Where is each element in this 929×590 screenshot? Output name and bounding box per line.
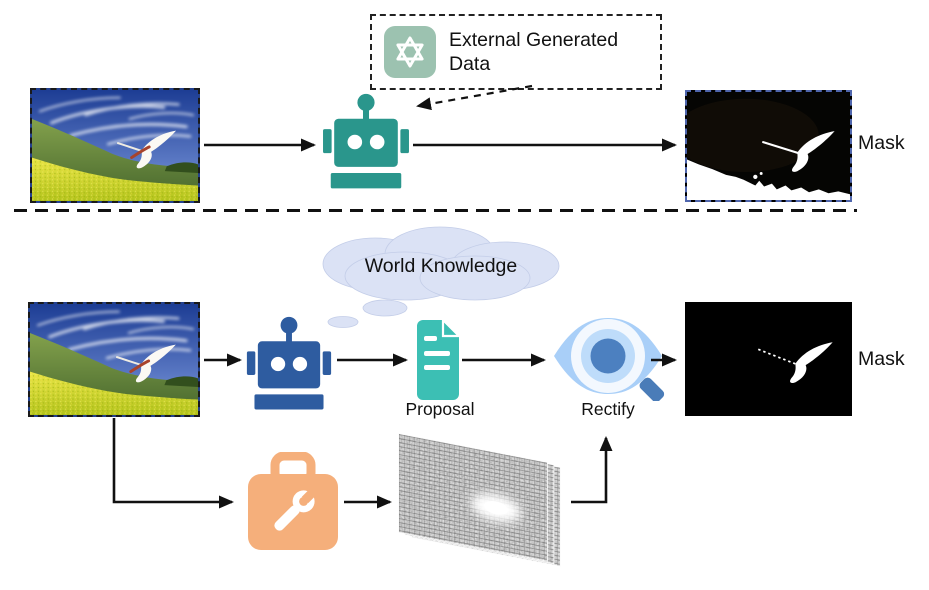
- thought-cloud: World Knowledge: [322, 226, 560, 328]
- bottom-robot-icon: [246, 316, 332, 410]
- proposal-document-icon: [417, 320, 459, 400]
- bird-photo: [30, 304, 198, 415]
- mask-image-top: [687, 92, 850, 200]
- arrow-image-to-toolbox: [112, 418, 234, 509]
- input-image-top: [30, 88, 200, 203]
- top-robot-icon: [323, 93, 409, 189]
- magnifier-handle: [639, 377, 665, 401]
- thought-cloud-label: World Knowledge: [365, 255, 517, 277]
- mask-label-top: Mask: [858, 132, 905, 154]
- toolbox-wrench-icon: [248, 452, 338, 550]
- rectify-label: Rectify: [581, 399, 635, 419]
- proposal-label: Proposal: [405, 399, 475, 419]
- input-image-bottom: [28, 302, 200, 417]
- thought-bubble-small: [327, 316, 359, 328]
- wrench-glyph: [274, 489, 316, 531]
- mask-label-bottom: Mask: [858, 348, 905, 370]
- mask-output-bottom: [685, 302, 852, 416]
- openai-logo-icon: [384, 26, 436, 78]
- thought-bubble-large: [362, 299, 408, 317]
- mask-image-bottom: [687, 304, 850, 414]
- external-data-box: External Generated Data: [370, 14, 662, 90]
- mask-output-top: [685, 90, 852, 202]
- external-data-label: External Generated Data: [449, 28, 619, 75]
- feature-map-grid: [398, 433, 561, 567]
- openai-knot-glyph: [396, 36, 424, 68]
- bird-photo: [32, 90, 198, 201]
- arrow-featuremap-to-rectify: [571, 436, 613, 504]
- section-divider: [14, 209, 857, 213]
- rectify-eye-icon: [554, 318, 665, 401]
- feature-map-sheet-front: [398, 433, 548, 562]
